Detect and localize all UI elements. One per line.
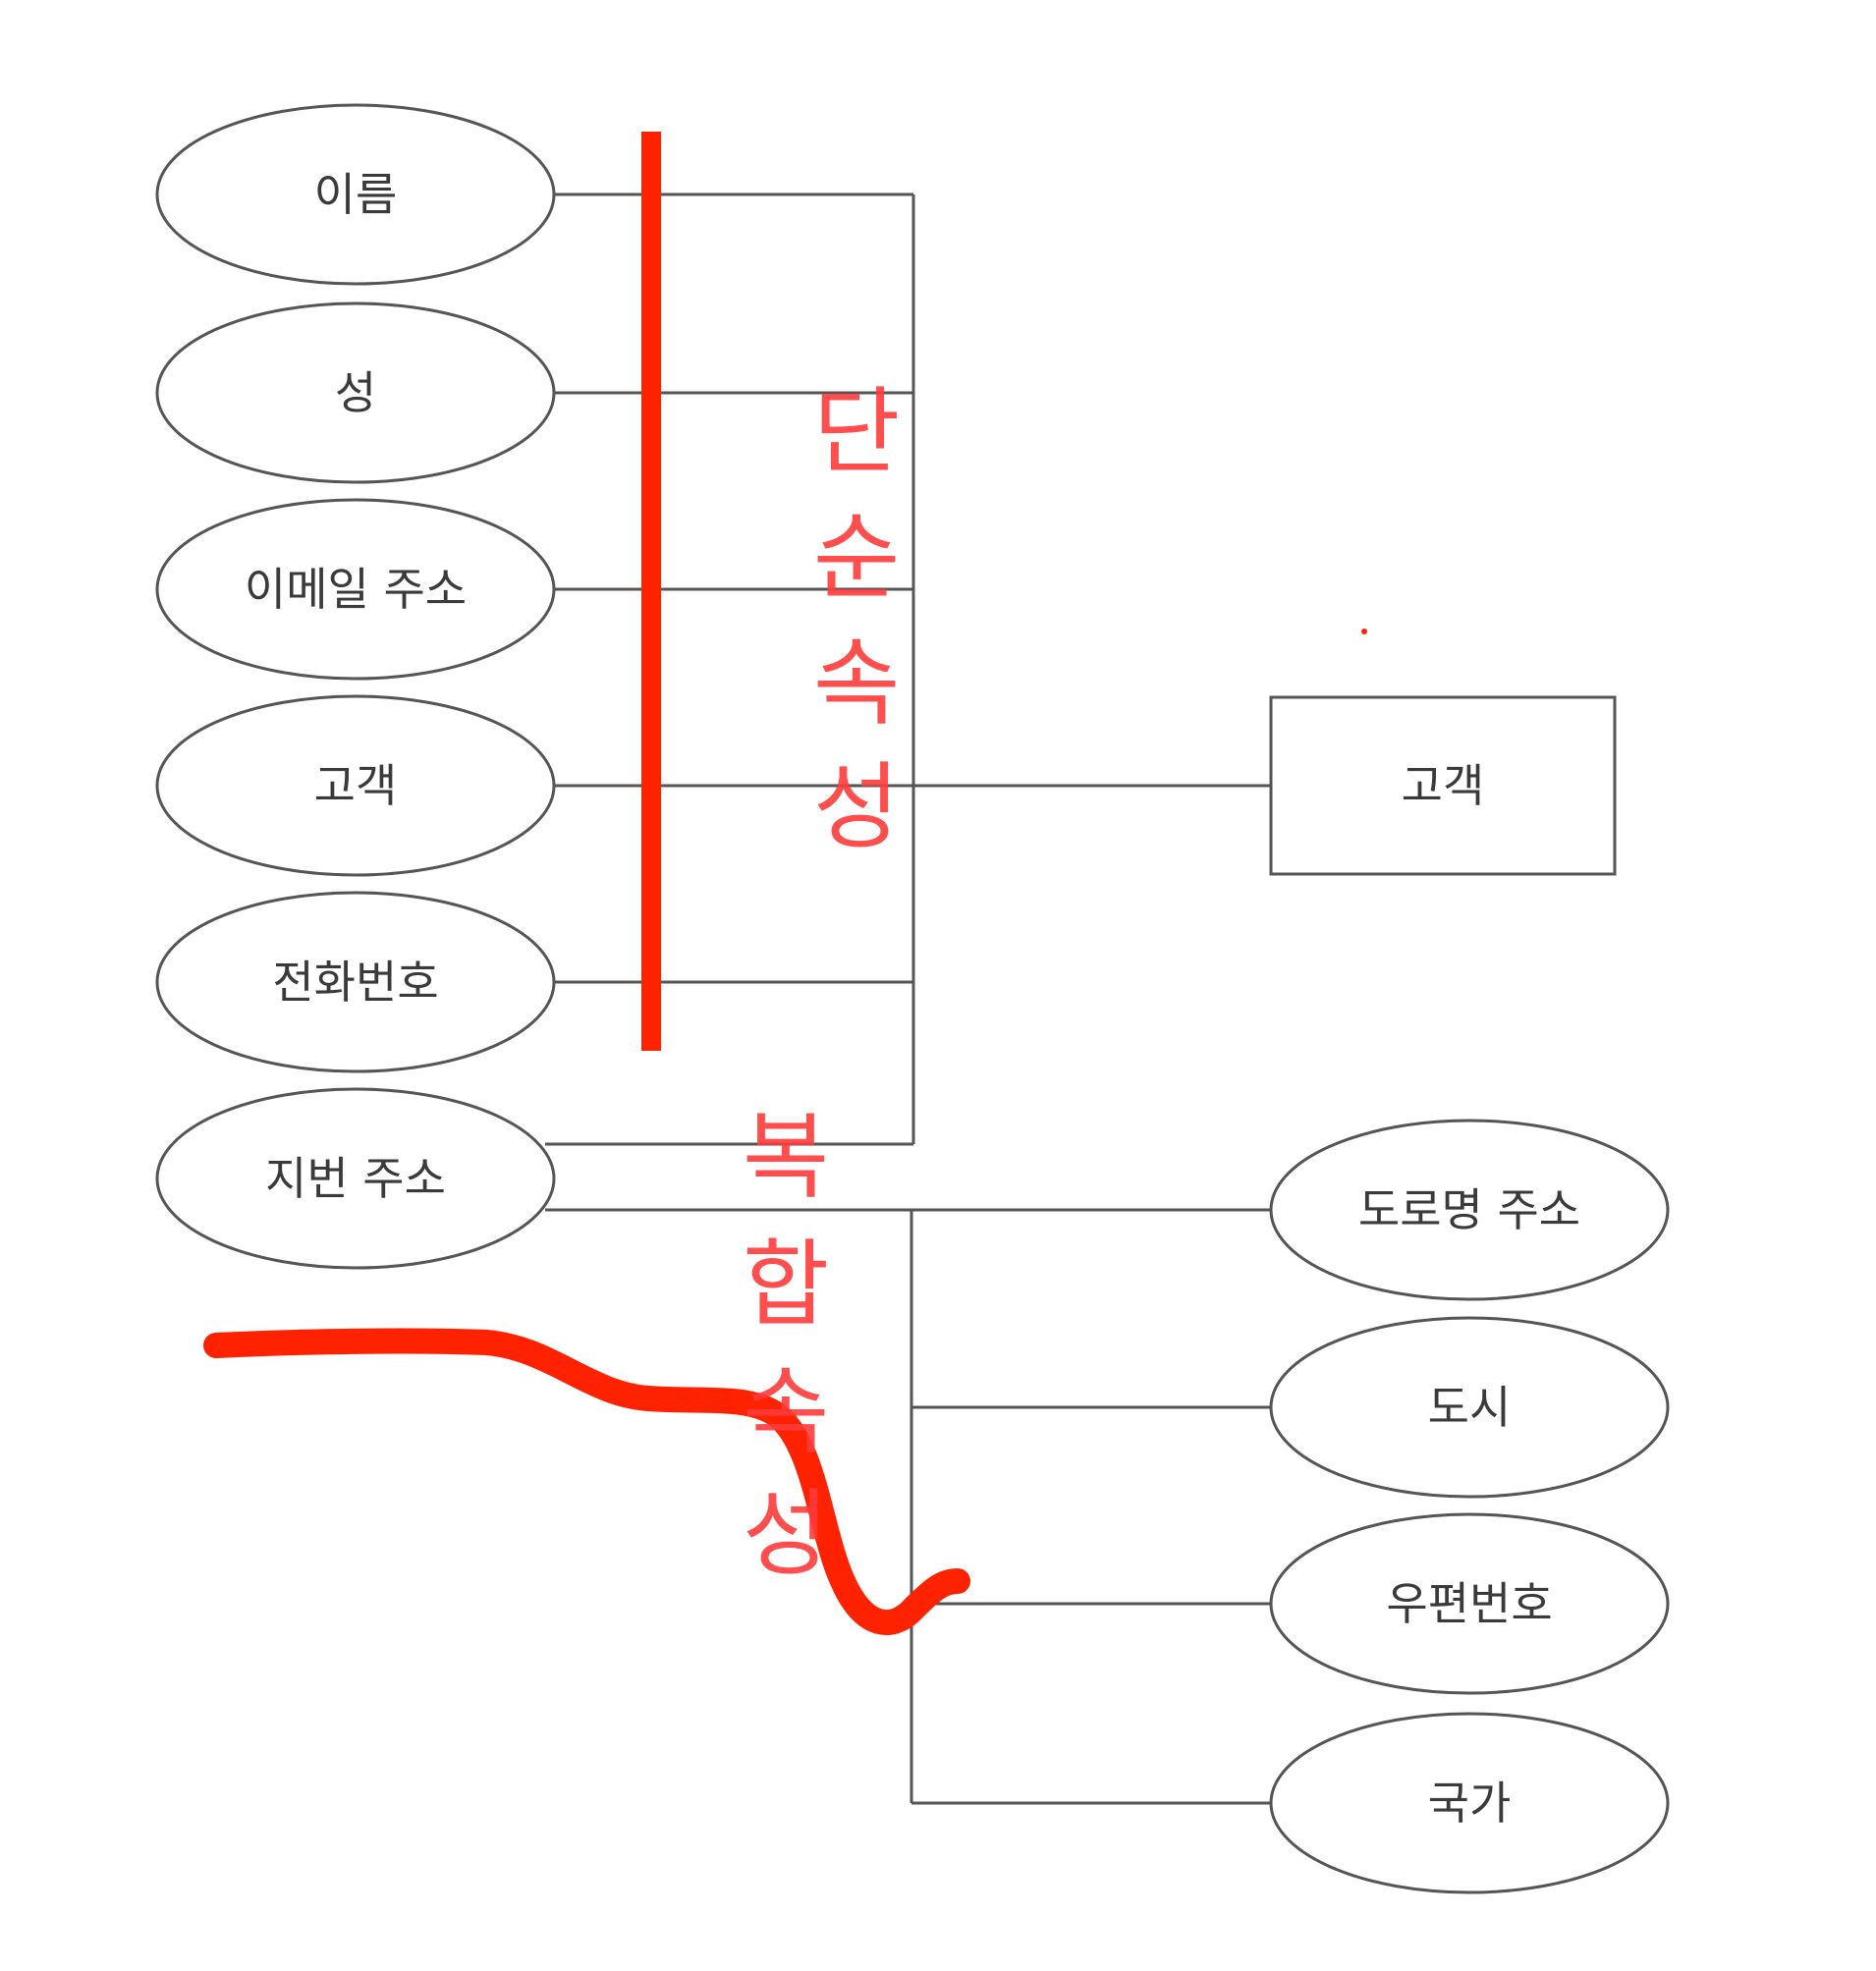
entity-rect bbox=[1269, 695, 1617, 876]
attribute-label: 도로명 주소 bbox=[1358, 1183, 1580, 1236]
attribute-label: 이름 bbox=[314, 168, 398, 221]
attribute-ellipse bbox=[155, 103, 556, 286]
attribute-ellipse bbox=[1269, 1712, 1670, 1894]
entity-customer[interactable]: 고객 bbox=[1269, 695, 1617, 876]
composite-attribute-annotation: 복 합 속 성 bbox=[743, 1102, 829, 1589]
attribute-postal-code[interactable]: 우편번호 bbox=[1269, 1512, 1670, 1695]
simple-attribute-group: 이름 성 이메일 주소 고객 전화번호 지번 주소 bbox=[155, 103, 556, 1270]
annotation-char: 복 bbox=[743, 1102, 829, 1212]
attribute-label: 전화번호 bbox=[272, 956, 438, 1009]
annotation-char: 합 bbox=[743, 1230, 829, 1340]
attribute-email[interactable]: 이메일 주소 bbox=[155, 498, 556, 681]
attribute-ellipse bbox=[155, 694, 556, 877]
attribute-ellipse bbox=[1269, 1316, 1670, 1499]
annotation-char: 속 bbox=[813, 629, 900, 739]
attribute-label: 성 bbox=[335, 366, 376, 419]
attribute-surname[interactable]: 성 bbox=[155, 301, 556, 484]
composite-attribute-group: 도로명 주소 도시 우편번호 국가 bbox=[1269, 1119, 1670, 1894]
attribute-ellipse bbox=[155, 891, 556, 1073]
attribute-label: 우편번호 bbox=[1386, 1577, 1552, 1630]
attribute-city[interactable]: 도시 bbox=[1269, 1316, 1670, 1499]
attribute-ellipse bbox=[1269, 1512, 1670, 1695]
attribute-label: 도시 bbox=[1428, 1381, 1512, 1434]
composite-attribute-connectors bbox=[545, 1208, 1271, 1805]
attribute-label: 국가 bbox=[1428, 1777, 1512, 1830]
annotation-dot bbox=[1361, 629, 1367, 634]
composite-attribute-marker-stroke bbox=[203, 1328, 970, 1635]
attribute-ellipse bbox=[155, 1087, 556, 1270]
attribute-country[interactable]: 국가 bbox=[1269, 1712, 1670, 1894]
attribute-ellipse bbox=[1269, 1119, 1670, 1301]
attribute-ellipse bbox=[155, 498, 556, 681]
annotation-char: 속 bbox=[743, 1357, 829, 1467]
attribute-lot-address[interactable]: 지번 주소 bbox=[155, 1087, 556, 1270]
attribute-label: 지번 주소 bbox=[265, 1152, 446, 1205]
attribute-road-address[interactable]: 도로명 주소 bbox=[1269, 1119, 1670, 1301]
attribute-name[interactable]: 이름 bbox=[155, 103, 556, 286]
attribute-customer[interactable]: 고객 bbox=[155, 694, 556, 877]
annotation-char: 성 bbox=[743, 1479, 829, 1589]
entity-label: 고객 bbox=[1402, 759, 1485, 812]
attribute-label: 고객 bbox=[314, 759, 398, 812]
attribute-ellipse bbox=[155, 301, 556, 484]
attribute-phone[interactable]: 전화번호 bbox=[155, 891, 556, 1073]
simple-attribute-connectors bbox=[545, 192, 1271, 1146]
annotation-char: 성 bbox=[813, 752, 900, 862]
annotation-char: 순 bbox=[813, 503, 900, 613]
attribute-label: 이메일 주소 bbox=[245, 563, 467, 616]
annotation-char: 단 bbox=[813, 377, 900, 487]
simple-attribute-annotation: 단 순 속 성 bbox=[813, 377, 900, 862]
